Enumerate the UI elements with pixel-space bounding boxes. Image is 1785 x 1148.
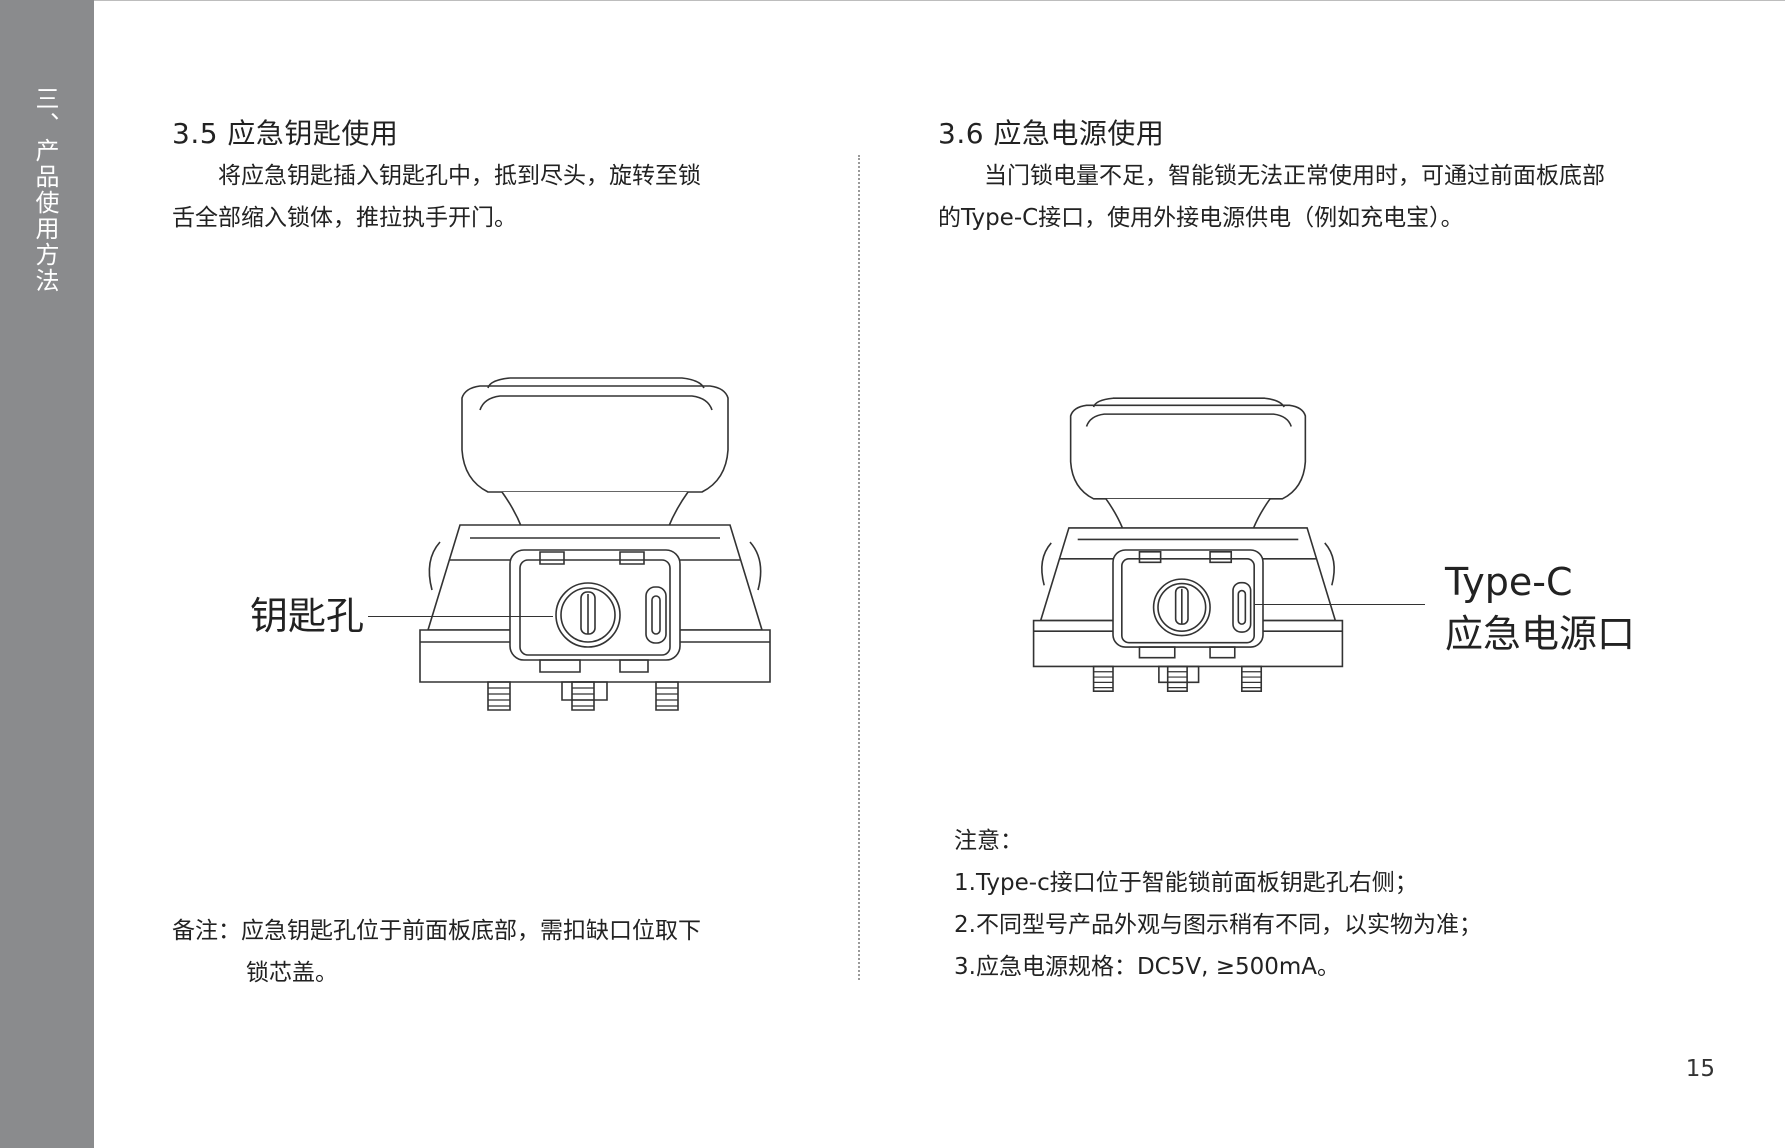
notes-title: 注意： — [954, 828, 1023, 854]
emergency-key-instructions: 将应急钥匙插入钥匙孔中，抵到尽头，旋转至锁 舌全部缩入锁体，推拉执手开门。 — [172, 155, 792, 239]
page-number: 15 — [1685, 1056, 1715, 1082]
emergency-power-instructions: 当门锁电量不足，智能锁无法正常使用时，可通过前面板底部 的Type-C接口，使用… — [938, 155, 1698, 239]
section-heading-emergency-key: 3.5 应急钥匙使用 — [172, 117, 399, 150]
instructions-line-2: 舌全部缩入锁体，推拉执手开门。 — [172, 205, 517, 231]
power-instructions-line-2: 的Type-C接口，使用外接电源供电（例如充电宝）。 — [938, 205, 1464, 231]
typec-callout: Type-C 应急电源口 — [1445, 556, 1635, 660]
lock-illustration-typec — [1018, 400, 1358, 700]
typec-leader-line — [1255, 604, 1425, 605]
instructions-line-1: 将应急钥匙插入钥匙孔中，抵到尽头，旋转至锁 — [218, 163, 701, 189]
note-item: 1.Type-c接口位于智能锁前面板钥匙孔右侧； — [954, 870, 1418, 896]
chapter-title: 三、产品使用方法 — [31, 86, 59, 294]
power-instructions-line-1: 当门锁电量不足，智能锁无法正常使用时，可通过前面板底部 — [984, 163, 1605, 189]
lock-illustration-keyhole — [410, 380, 780, 720]
chapter-sidebar: 三、产品使用方法 — [0, 0, 94, 1148]
section-heading-emergency-power: 3.6 应急电源使用 — [938, 117, 1165, 150]
column-divider — [858, 155, 860, 980]
remark-line-1: 备注：应急钥匙孔位于前面板底部，需扣缺口位取下 — [172, 918, 701, 944]
keyhole-leader-line — [368, 616, 553, 617]
emergency-key-remark: 备注：应急钥匙孔位于前面板底部，需扣缺口位取下 锁芯盖。 — [172, 910, 812, 994]
note-item: 2.不同型号产品外观与图示稍有不同，以实物为准； — [954, 912, 1482, 938]
remark-line-2: 锁芯盖。 — [246, 960, 338, 986]
typec-callout-line-2: 应急电源口 — [1445, 612, 1636, 656]
keyhole-callout: 钥匙孔 — [250, 594, 365, 638]
typec-callout-line-1: Type-C — [1445, 560, 1573, 604]
note-item: 3.应急电源规格：DC5V, ≥500mA。 — [954, 954, 1341, 980]
top-border — [94, 0, 1785, 1]
power-notes: 注意： 1.Type-c接口位于智能锁前面板钥匙孔右侧； 2.不同型号产品外观与… — [954, 820, 1714, 988]
